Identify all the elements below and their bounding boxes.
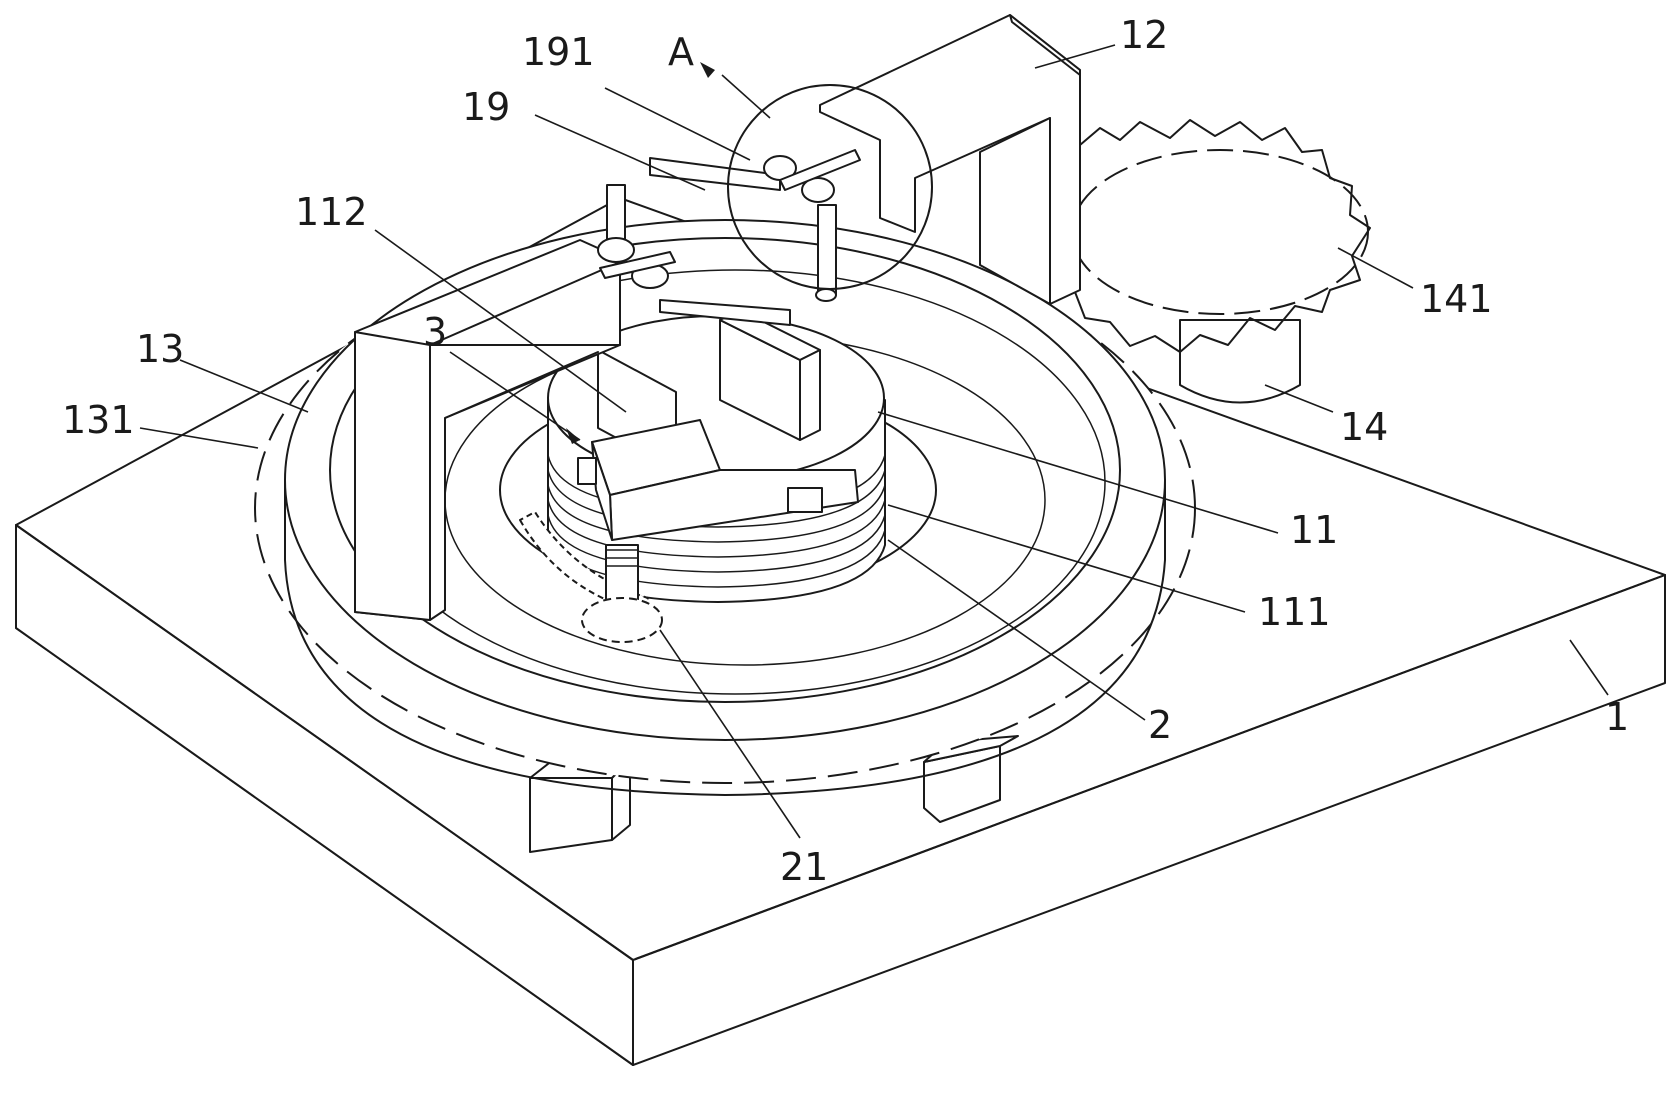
label-11: 11 [1290, 508, 1338, 552]
label-21: 21 [780, 845, 828, 889]
label-19: 19 [462, 85, 510, 129]
label-2: 2 [1148, 703, 1172, 747]
label-191: 191 [522, 30, 595, 74]
label-14: 14 [1340, 405, 1388, 449]
label-A: A [668, 30, 694, 74]
label-3: 3 [423, 310, 447, 354]
label-12: 12 [1120, 13, 1168, 57]
label-131: 131 [62, 398, 135, 442]
label-141: 141 [1420, 277, 1493, 321]
label-13: 13 [136, 327, 184, 371]
label-112: 112 [295, 190, 368, 234]
label-1: 1 [1605, 695, 1629, 739]
label-111: 111 [1258, 590, 1331, 634]
